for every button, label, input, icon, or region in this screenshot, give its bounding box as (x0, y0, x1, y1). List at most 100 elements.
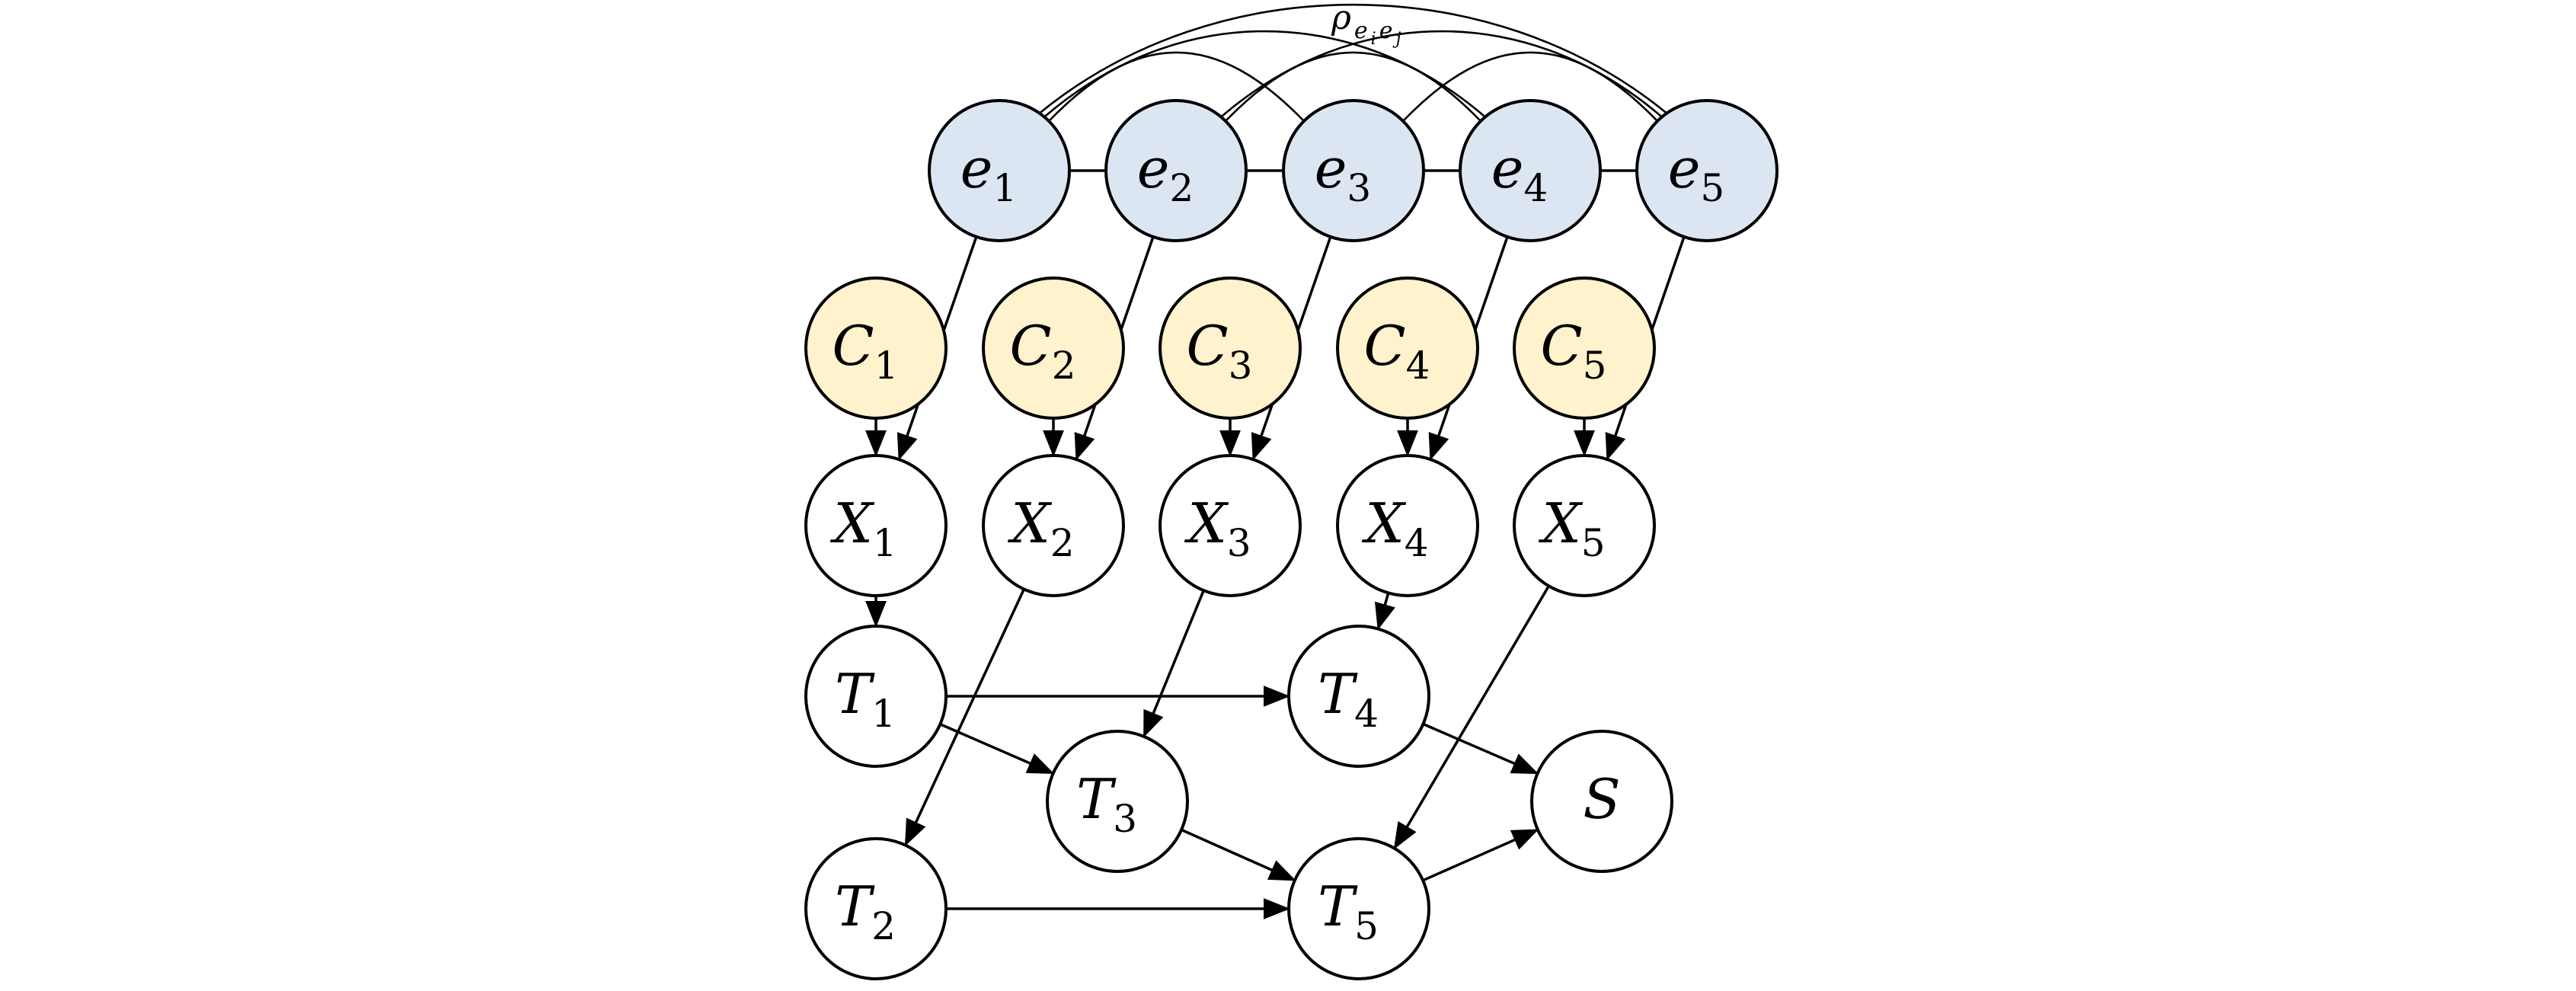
node-T3: T3 (1046, 730, 1189, 873)
node-circle-T3 (1046, 730, 1189, 873)
node-circle-e1 (928, 99, 1071, 242)
node-label-T1: T1 (835, 662, 896, 736)
node-C3: C3 (1159, 277, 1302, 420)
node-label-S: S (1583, 767, 1620, 831)
node-label-T3: T3 (1076, 767, 1137, 841)
node-label-T5: T5 (1318, 874, 1379, 948)
node-label-X5: X5 (1538, 491, 1605, 565)
node-index: 4 (1406, 344, 1430, 388)
node-letter: e (1491, 136, 1524, 200)
node-T5: T5 (1287, 837, 1430, 980)
node-index: 5 (1583, 344, 1607, 388)
node-circle-C3 (1159, 277, 1302, 420)
correlation-arc-e2-e4 (1225, 51, 1481, 122)
node-label-e4: e4 (1491, 136, 1548, 210)
node-letter: e (1137, 136, 1170, 200)
node-X2: X2 (982, 454, 1125, 597)
node-letter: C (1541, 314, 1583, 378)
node-label-X4: X4 (1361, 491, 1428, 565)
node-index: 5 (1581, 521, 1606, 565)
node-index: 3 (1229, 344, 1253, 388)
node-circle-C4 (1336, 277, 1479, 420)
node-letter: e (1668, 136, 1701, 200)
node-index: 4 (1405, 521, 1429, 565)
node-C4: C4 (1336, 277, 1479, 420)
node-letter: C (1364, 314, 1406, 378)
edge-X5-T5 (1393, 585, 1550, 850)
node-e4: e4 (1459, 99, 1602, 242)
node-circle-X3 (1159, 454, 1302, 597)
node-letter: X (1007, 491, 1052, 555)
node-label-X3: X3 (1184, 491, 1251, 565)
node-index: 3 (1227, 521, 1251, 565)
node-circle-X2 (982, 454, 1125, 597)
node-index: 3 (1347, 166, 1371, 210)
node-label-T2: T2 (835, 874, 896, 948)
edge-T4-S (1422, 722, 1539, 775)
node-X4: X4 (1336, 454, 1479, 597)
node-e5: e5 (1635, 99, 1779, 242)
node-circle-e2 (1104, 99, 1248, 242)
edge-X3-T3 (1143, 590, 1205, 738)
node-index: 2 (871, 904, 896, 948)
node-circle-C2 (982, 277, 1125, 420)
node-T1: T1 (804, 625, 948, 768)
node-circle-X4 (1336, 454, 1479, 597)
node-letter: T (835, 662, 875, 726)
node-index: 5 (1354, 904, 1379, 948)
node-index: 1 (874, 344, 899, 388)
node-index: 1 (992, 166, 1017, 210)
node-index: 3 (1113, 797, 1137, 841)
node-T4: T4 (1287, 625, 1430, 768)
correlation-arcs (1038, 3, 1668, 172)
node-label-e3: e3 (1315, 136, 1371, 210)
edge-T3-T5 (1181, 828, 1296, 882)
edge-X4-T4 (1374, 592, 1395, 631)
correlation-arc-e1-e5 (1038, 3, 1668, 114)
node-letter: X (1184, 491, 1229, 555)
edge-T5-S (1422, 828, 1539, 882)
node-label-C4: C4 (1364, 314, 1430, 388)
node-label-T4: T4 (1318, 662, 1379, 736)
node-T2: T2 (804, 837, 948, 980)
node-circle-T2 (804, 837, 948, 980)
node-letter: T (835, 874, 875, 938)
node-letter: T (1318, 662, 1358, 726)
node-index: 2 (1052, 344, 1076, 388)
node-index: 2 (1169, 166, 1194, 210)
node-letter: X (1538, 491, 1583, 555)
node-index: 2 (1050, 521, 1075, 565)
correlation-arc-e1-e4 (1044, 30, 1486, 118)
node-label-C5: C5 (1541, 314, 1607, 388)
node-letter: S (1583, 767, 1620, 831)
rho-sub-2: e (1379, 18, 1393, 44)
node-label-e1: e1 (960, 136, 1017, 210)
node-index: 1 (873, 521, 897, 565)
correlation-arc-e3-e5 (1402, 51, 1658, 122)
node-circle-S (1530, 730, 1673, 873)
node-index: 5 (1700, 166, 1724, 210)
node-S: S (1530, 730, 1673, 873)
node-circle-X1 (804, 454, 948, 597)
node-label-C3: C3 (1187, 314, 1253, 388)
node-label-X1: X1 (829, 491, 896, 565)
node-circle-T1 (804, 625, 948, 768)
rho-subsub-2: j (1392, 30, 1401, 49)
node-letter: C (1010, 314, 1052, 378)
node-index: 4 (1354, 692, 1379, 736)
rho-subsub-1: i (1371, 30, 1376, 49)
node-index: 4 (1523, 166, 1548, 210)
node-e1: e1 (928, 99, 1071, 242)
node-circle-e3 (1282, 99, 1425, 242)
node-letter: X (829, 491, 874, 555)
node-letter: e (960, 136, 993, 200)
node-X5: X5 (1513, 454, 1656, 597)
rho-symbol: ρ (1331, 0, 1351, 37)
node-index: 1 (871, 692, 896, 736)
edge-T1-T3 (939, 723, 1055, 775)
node-label-e5: e5 (1668, 136, 1724, 210)
node-label-C1: C1 (833, 314, 899, 388)
node-circle-e4 (1459, 99, 1602, 242)
node-circle-T5 (1287, 837, 1430, 980)
